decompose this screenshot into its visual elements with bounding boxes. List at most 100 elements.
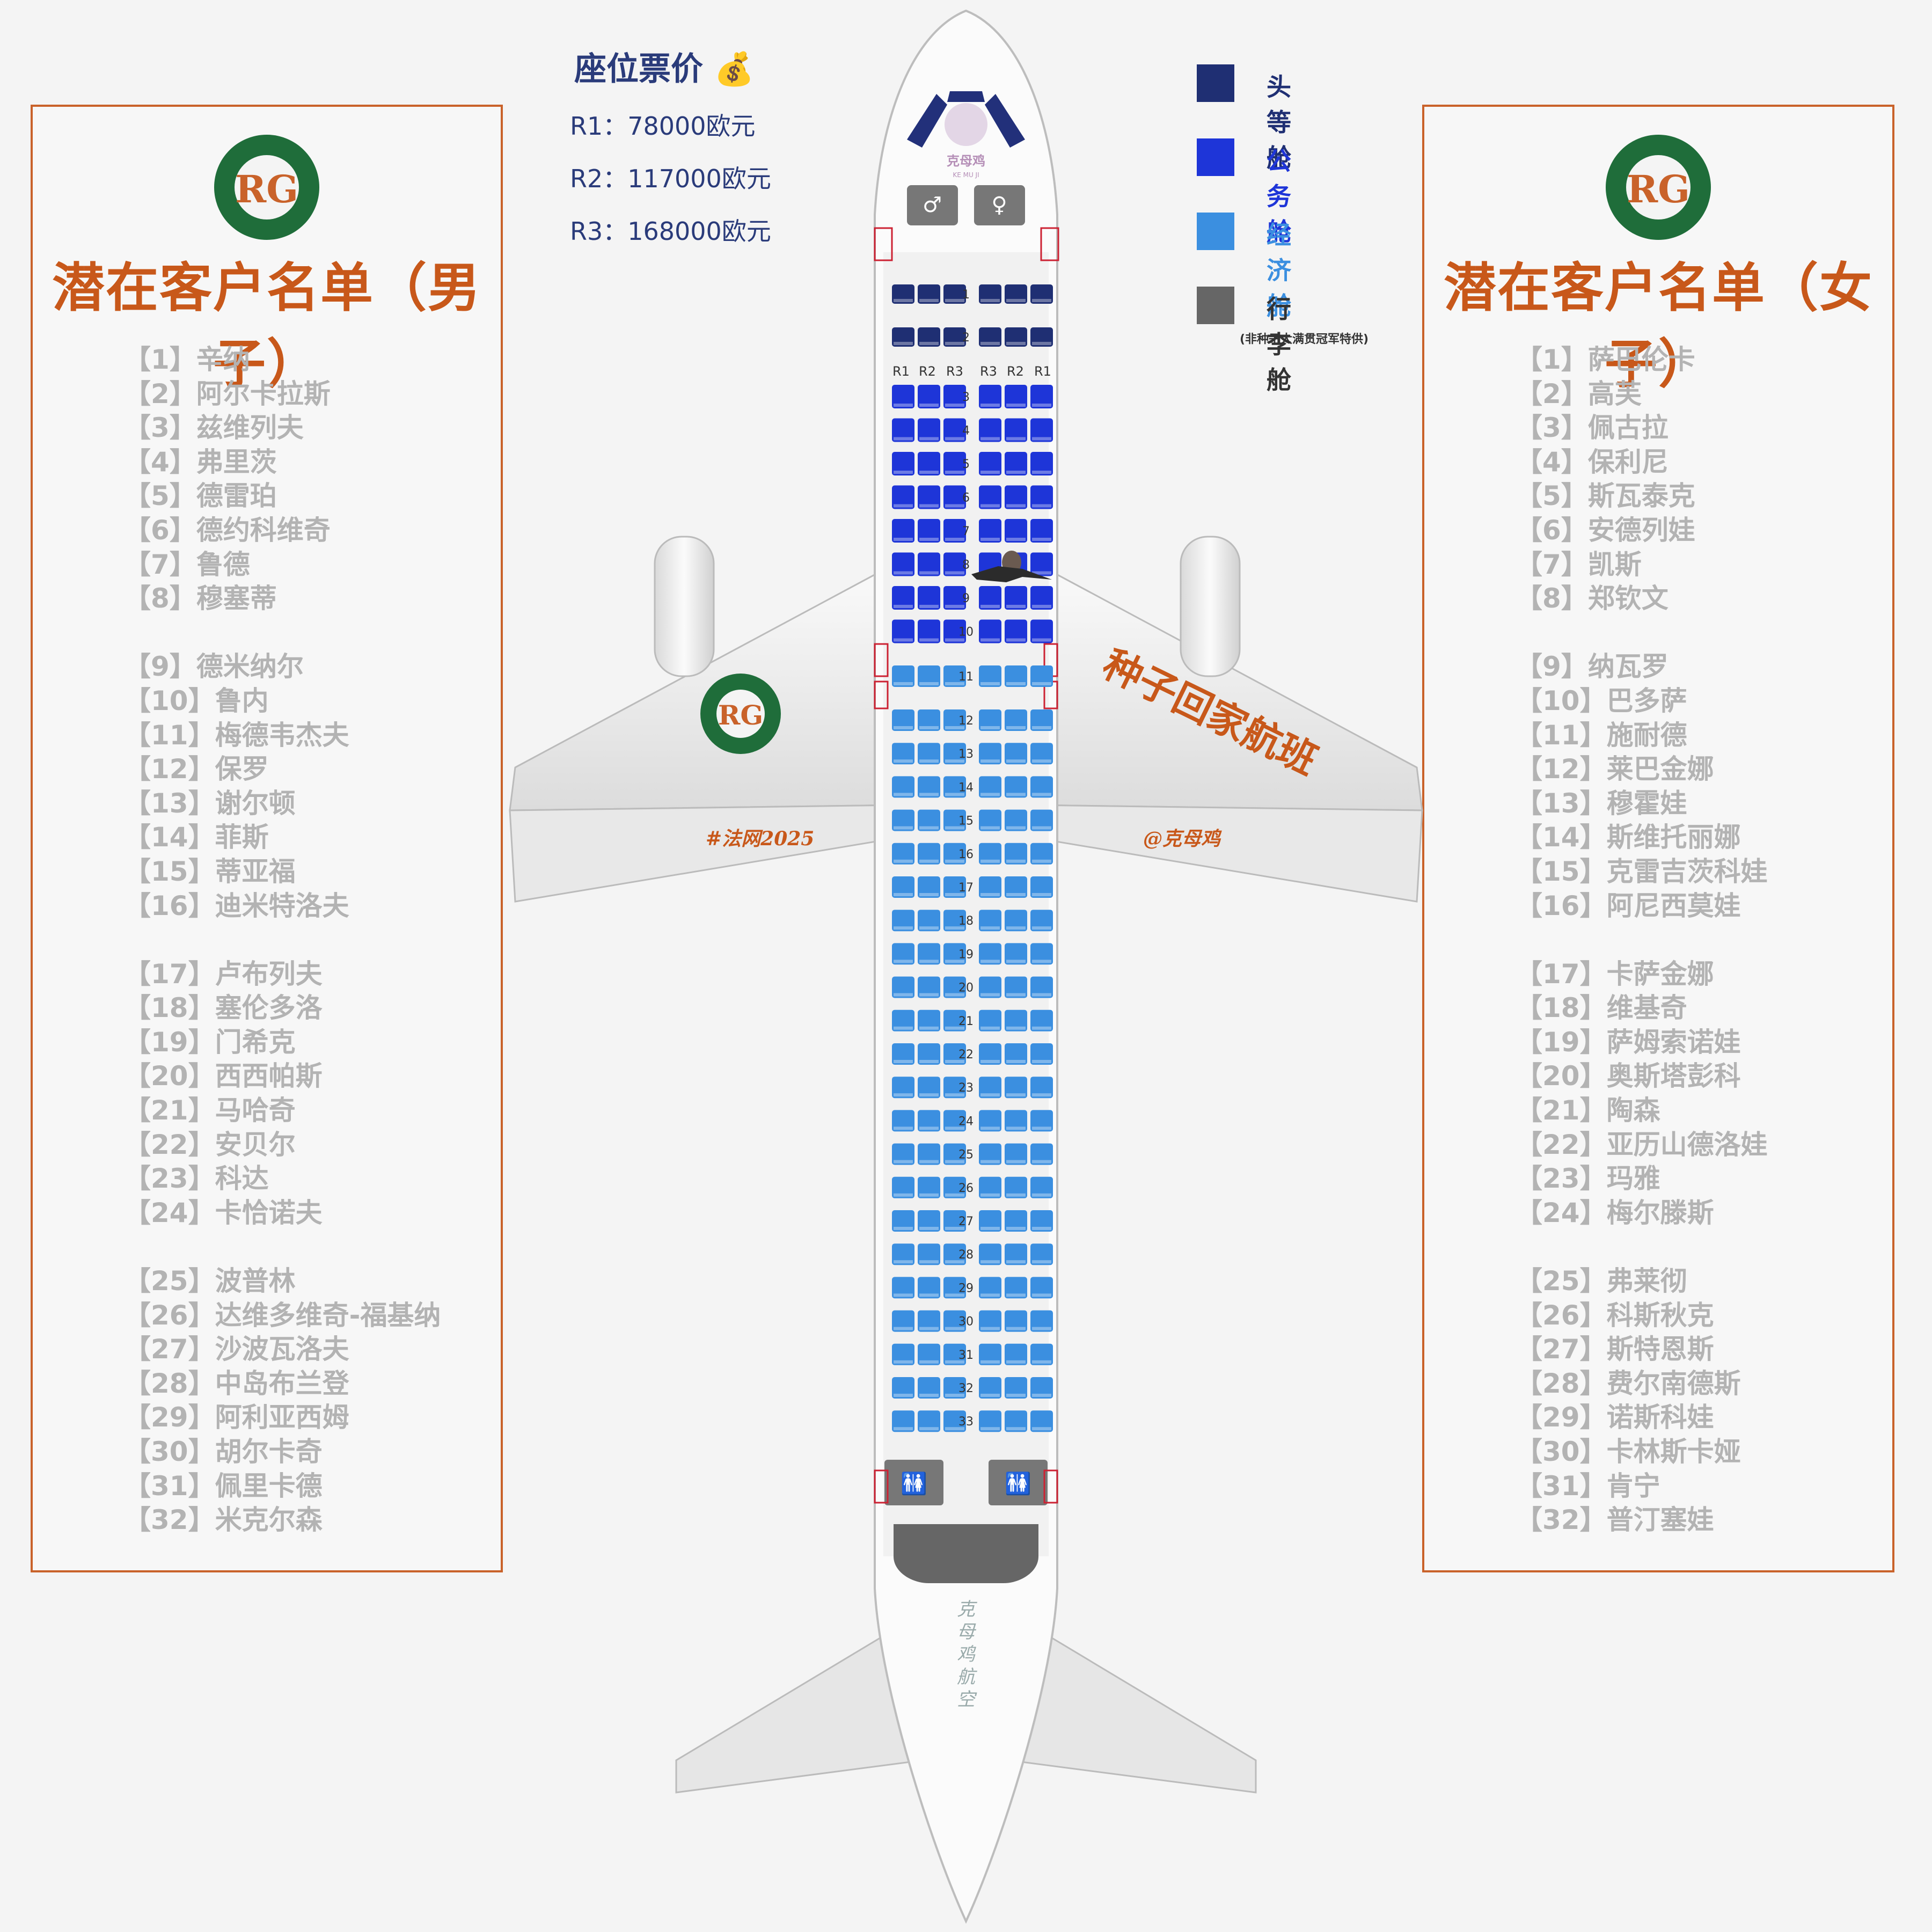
seat[interactable] [1005,1343,1027,1365]
seat[interactable] [1005,910,1027,932]
seat[interactable] [892,976,914,998]
seat[interactable] [918,776,940,798]
seat[interactable] [979,1009,1001,1031]
seat[interactable] [918,1310,940,1332]
seat[interactable] [943,1377,966,1399]
seat[interactable] [918,452,940,475]
seat[interactable] [892,1377,914,1399]
seat[interactable] [918,1410,940,1432]
seat[interactable] [1005,1176,1027,1198]
seat[interactable] [892,1110,914,1132]
seat[interactable] [979,284,1001,304]
seat[interactable] [943,809,966,831]
seat[interactable] [943,327,966,347]
seat[interactable] [1005,876,1027,898]
seat[interactable] [1030,843,1053,865]
seat[interactable] [918,327,940,347]
seat[interactable] [892,1277,914,1299]
seat[interactable] [892,910,914,932]
seat[interactable] [918,910,940,932]
seat[interactable] [1030,1243,1053,1265]
seat[interactable] [1005,1410,1027,1432]
seat[interactable] [943,418,966,442]
seat[interactable] [979,1210,1001,1232]
seat[interactable] [1030,943,1053,965]
seat[interactable] [1005,843,1027,865]
seat[interactable] [1005,1110,1027,1132]
seat[interactable] [918,586,940,610]
seat[interactable] [1005,418,1027,442]
seat[interactable] [943,1343,966,1365]
seat[interactable] [1030,709,1053,731]
seat[interactable] [943,1143,966,1165]
seat[interactable] [892,385,914,408]
seat[interactable] [1005,743,1027,765]
seat[interactable] [918,1343,940,1365]
seat[interactable] [918,709,940,731]
seat[interactable] [892,1310,914,1332]
seat[interactable] [1005,1277,1027,1299]
seat[interactable] [979,1043,1001,1065]
seat[interactable] [918,284,940,304]
seat[interactable] [1030,876,1053,898]
seat[interactable] [943,1110,966,1132]
seat[interactable] [1030,1077,1053,1099]
seat[interactable] [979,1410,1001,1432]
seat[interactable] [1005,1210,1027,1232]
seat[interactable] [979,709,1001,731]
seat[interactable] [943,1310,966,1332]
seat[interactable] [979,1143,1001,1165]
seat[interactable] [918,665,940,687]
seat[interactable] [892,709,914,731]
seat[interactable] [1005,485,1027,509]
seat[interactable] [892,809,914,831]
seat[interactable] [1030,776,1053,798]
seat[interactable] [918,485,940,509]
seat[interactable] [918,1243,940,1265]
seat[interactable] [918,1176,940,1198]
seat[interactable] [918,809,940,831]
seat[interactable] [892,1410,914,1432]
seat[interactable] [892,284,914,304]
seat[interactable] [943,665,966,687]
seat[interactable] [1030,1277,1053,1299]
seat[interactable] [918,552,940,576]
seat[interactable] [943,843,966,865]
seat[interactable] [892,743,914,765]
seat[interactable] [979,843,1001,865]
seat[interactable] [1030,1343,1053,1365]
seat[interactable] [1005,1143,1027,1165]
seat[interactable] [1005,1043,1027,1065]
seat[interactable] [892,519,914,543]
seat[interactable] [979,910,1001,932]
seat[interactable] [979,327,1001,347]
seat[interactable] [1030,1143,1053,1165]
seat[interactable] [892,1043,914,1065]
seat[interactable] [1005,519,1027,543]
seat[interactable] [1005,1243,1027,1265]
seat[interactable] [943,1077,966,1099]
seat[interactable] [943,743,966,765]
seat[interactable] [943,1277,966,1299]
seat[interactable] [1030,809,1053,831]
seat[interactable] [1005,1009,1027,1031]
seat[interactable] [892,1343,914,1365]
seat[interactable] [979,1243,1001,1265]
seat[interactable] [979,1343,1001,1365]
seat[interactable] [943,619,966,643]
seat[interactable] [979,665,1001,687]
seat[interactable] [918,743,940,765]
seat[interactable] [979,452,1001,475]
seat[interactable] [1005,1077,1027,1099]
seat[interactable] [979,976,1001,998]
seat[interactable] [943,1009,966,1031]
seat[interactable] [1030,586,1053,610]
seat[interactable] [1005,327,1027,347]
seat[interactable] [943,552,966,576]
seat[interactable] [1030,1110,1053,1132]
seat[interactable] [1030,1410,1053,1432]
seat[interactable] [1030,743,1053,765]
seat[interactable] [979,776,1001,798]
seat[interactable] [1005,776,1027,798]
seat[interactable] [943,910,966,932]
